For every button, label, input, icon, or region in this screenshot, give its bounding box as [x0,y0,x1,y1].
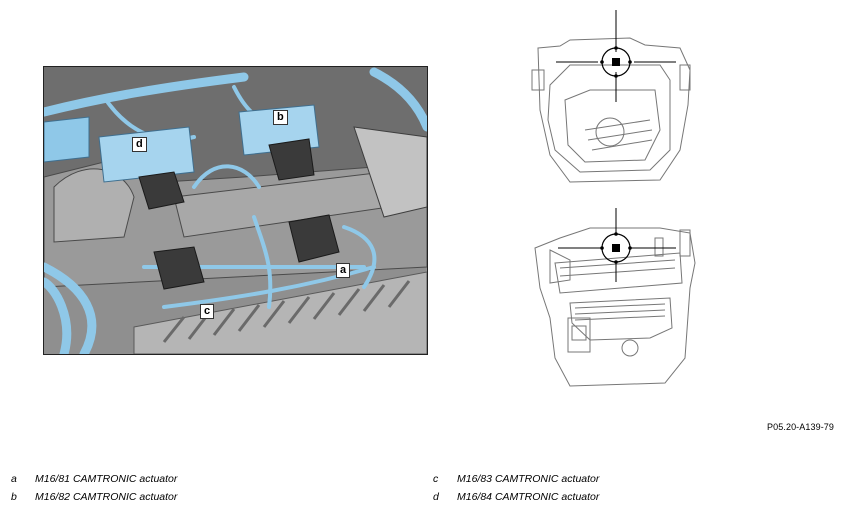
callout-a: a [336,263,351,278]
legend-text: M16/81 CAMTRONIC actuator [35,473,178,485]
engine-drawing [44,67,427,354]
legend-key: a [11,473,17,485]
legend-item-a: a M16/81 CAMTRONIC actuator [11,473,177,485]
legend-key: d [433,491,439,503]
locator-front-view [530,208,710,393]
top-view-drawing [531,10,691,183]
front-view-drawing [534,208,696,387]
engine-illustration: d b a c [43,66,428,355]
legend-key: c [433,473,439,485]
figure-code: P05.20-A139-79 [767,422,834,432]
callout-b: b [273,110,288,125]
legend-text: M16/82 CAMTRONIC actuator [35,491,178,503]
callout-d: d [132,137,147,152]
legend-item-d: d M16/84 CAMTRONIC actuator [433,491,599,503]
legend-text: M16/84 CAMTRONIC actuator [457,491,600,503]
legend-item-c: c M16/83 CAMTRONIC actuator [433,473,599,485]
legend-item-b: b M16/82 CAMTRONIC actuator [11,491,177,503]
callout-c: c [200,304,215,319]
legend-key: b [11,491,17,503]
locator-top-view [530,10,710,190]
legend-text: M16/83 CAMTRONIC actuator [457,473,600,485]
